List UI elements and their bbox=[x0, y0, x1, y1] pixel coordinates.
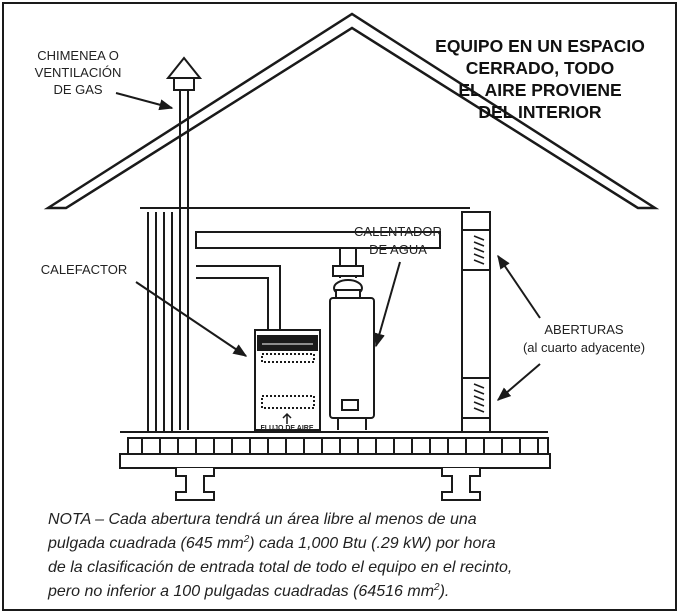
furnace-label: CALEFACTOR bbox=[41, 262, 127, 277]
openings-label-1: ABERTURAS bbox=[544, 322, 624, 337]
floor-piers bbox=[175, 468, 481, 501]
title-line-2: CERRADO, TODO bbox=[466, 58, 614, 78]
note-line-2: pulgada cuadrada (645 mm2) cada 1,000 Bt… bbox=[47, 534, 496, 552]
furnace-arrow bbox=[135, 281, 248, 357]
furnace bbox=[254, 329, 321, 431]
note-line-4: pero no inferior a 100 pulgadas cuadrada… bbox=[47, 582, 449, 600]
title-line-4: DEL INTERIOR bbox=[478, 102, 602, 122]
note-line-1: NOTA – Cada abertura tendrá un área libr… bbox=[48, 511, 477, 528]
water-heater-label-2: DE AGUA bbox=[369, 242, 427, 257]
water-heater-flue bbox=[332, 248, 364, 278]
chimney-label-1: CHIMENEA O bbox=[37, 48, 119, 63]
lower-opening-arrow bbox=[496, 363, 541, 401]
title-line-1: EQUIPO EN UN ESPACIO bbox=[435, 36, 645, 56]
openings-label-2: (al cuarto adyacente) bbox=[523, 340, 645, 355]
left-wall bbox=[147, 212, 173, 432]
pointer-arrows bbox=[115, 92, 541, 401]
title-line-3: EL AIRE PROVIENE bbox=[458, 80, 621, 100]
house-roof bbox=[43, 12, 660, 210]
lower-opening-grille bbox=[473, 383, 485, 413]
water-heater-arrow bbox=[374, 261, 401, 348]
water-heater-label-1: CALENTADOR bbox=[354, 224, 442, 239]
chimney-arrow bbox=[115, 92, 174, 111]
note-line-3: de la clasificación de entrada total de … bbox=[48, 559, 512, 576]
upper-opening-arrow bbox=[497, 254, 541, 319]
furnace-flue bbox=[195, 231, 441, 330]
chimney-label-2: VENTILACIÓN bbox=[35, 65, 122, 80]
floor bbox=[119, 431, 551, 469]
airflow-label: FLUJO DE AIRE bbox=[260, 425, 313, 432]
water-heater bbox=[329, 279, 375, 430]
chimney-vent bbox=[165, 56, 203, 430]
chimney-label-3: DE GAS bbox=[53, 82, 102, 97]
upper-opening-grille bbox=[473, 235, 485, 265]
right-wall bbox=[461, 211, 491, 433]
